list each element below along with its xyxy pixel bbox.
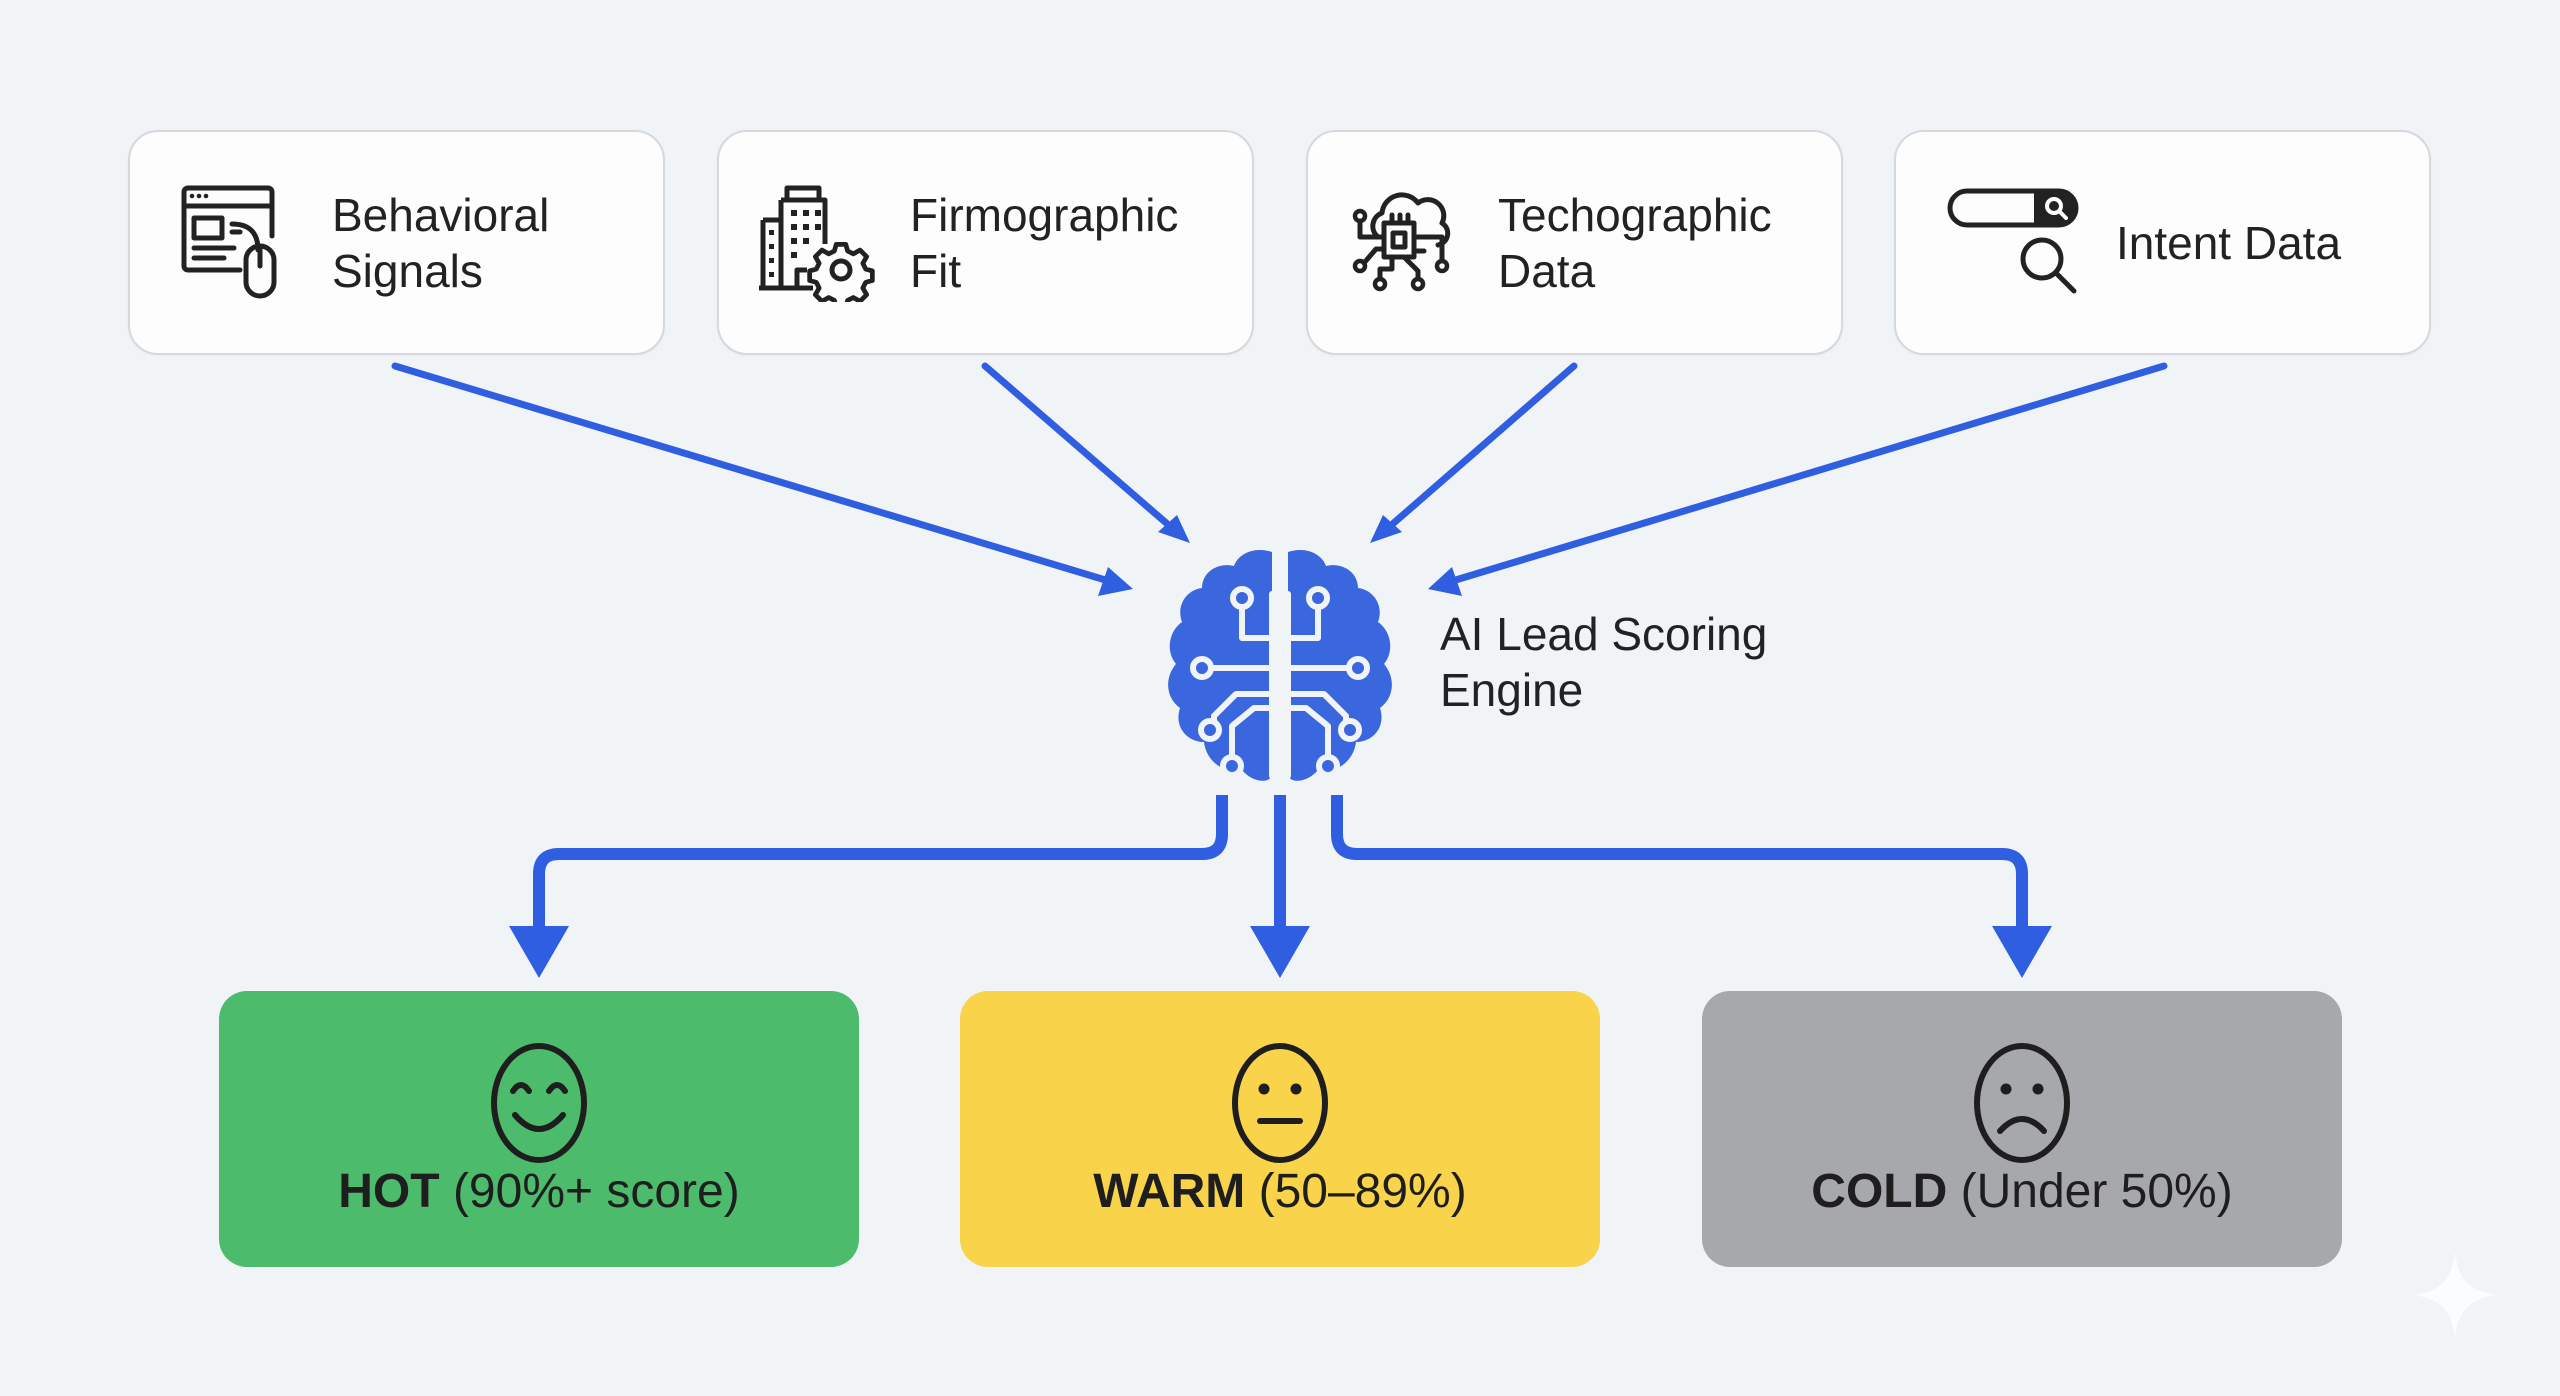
branch-to-hot <box>533 795 1228 935</box>
input-label: Firmographic Fit <box>910 188 1179 297</box>
smiling-face-icon <box>491 1043 587 1163</box>
arrow-firmographic-to-engine <box>981 362 1176 532</box>
arrow-intent-to-engine <box>1445 362 2168 586</box>
outcome-text: WARM (50–89%) <box>960 1163 1600 1221</box>
input-label: Techographic Data <box>1498 188 1772 297</box>
outcome-warm: WARM (50–89%) <box>960 991 1600 1267</box>
arrowhead-behavioral <box>1098 567 1133 596</box>
tier-label: COLD <box>1811 1165 1948 1218</box>
tier-label: WARM <box>1093 1165 1246 1218</box>
outcome-text: HOT (90%+ score) <box>219 1163 859 1221</box>
brain-circuit-icon <box>1168 549 1392 781</box>
arrow-techographic-to-engine <box>1384 362 1578 532</box>
input-label: Intent Data <box>2116 216 2342 269</box>
arrowhead-cold <box>1992 926 2052 978</box>
arrow-behavioral-to-engine <box>391 362 1116 586</box>
input-card-intent: Intent Data <box>1894 130 2431 355</box>
outcome-cold: COLD (Under 50%) <box>1702 991 2342 1267</box>
arrowhead-firmographic <box>1158 515 1190 543</box>
outcome-text: COLD (Under 50%) <box>1702 1163 2342 1221</box>
sparkle-icon <box>2412 1252 2498 1338</box>
range-label: (Under 50%) <box>1960 1165 2233 1218</box>
branch-to-cold <box>1331 795 2028 935</box>
browser-mouse-icon <box>181 185 277 298</box>
outcome-hot: HOT (90%+ score) <box>219 991 859 1267</box>
cloud-chip-icon <box>1352 191 1451 291</box>
search-bar-magnifier-icon <box>1947 188 2079 293</box>
building-gear-icon <box>759 185 875 302</box>
arrowhead-hot <box>509 926 569 978</box>
input-card-techographic: Techographic Data <box>1306 130 1843 355</box>
range-label: (90%+ score) <box>452 1165 740 1218</box>
neutral-face-icon <box>1232 1043 1328 1163</box>
input-label: Behavioral Signals <box>332 188 550 297</box>
range-label: (50–89%) <box>1258 1165 1467 1218</box>
input-card-firmographic: Firmographic Fit <box>717 130 1254 355</box>
input-card-behavioral: Behavioral Signals <box>128 130 665 355</box>
tier-label: HOT <box>338 1165 440 1218</box>
arrowhead-warm <box>1250 926 1310 978</box>
arrowhead-techographic <box>1370 515 1402 543</box>
frowning-face-icon <box>1974 1043 2070 1163</box>
arrowhead-intent <box>1428 567 1462 596</box>
engine-label: AI Lead Scoring Engine <box>1440 608 1768 716</box>
